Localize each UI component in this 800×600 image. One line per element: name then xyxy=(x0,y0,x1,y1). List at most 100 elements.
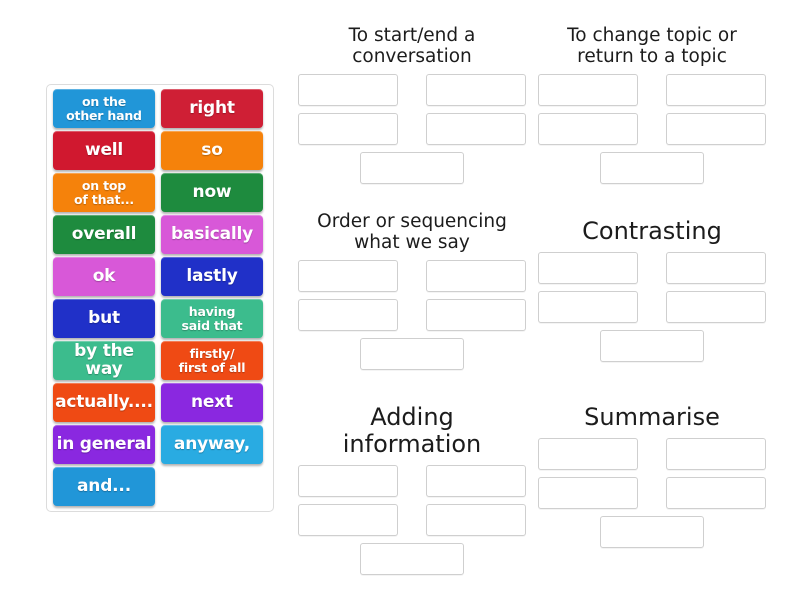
drop-slot[interactable] xyxy=(538,113,638,146)
word-tile[interactable]: but xyxy=(53,299,155,338)
word-tile[interactable]: by the way xyxy=(53,341,155,380)
drop-slot[interactable] xyxy=(298,464,398,497)
drop-slot[interactable] xyxy=(666,476,766,509)
drop-slot[interactable] xyxy=(298,260,398,293)
drop-slot[interactable] xyxy=(426,113,526,146)
drop-slot-group xyxy=(298,260,526,371)
word-tile-line: overall xyxy=(71,223,137,244)
word-tile[interactable]: right xyxy=(161,89,263,128)
drop-slot[interactable] xyxy=(360,338,464,371)
drop-slot-row xyxy=(538,290,766,323)
drop-slot[interactable] xyxy=(666,251,766,284)
word-tile-label: basically xyxy=(171,225,253,244)
drop-slot[interactable] xyxy=(426,74,526,107)
word-tile[interactable]: in general xyxy=(53,425,155,464)
drop-slot[interactable] xyxy=(666,437,766,470)
category-title: Adding information xyxy=(298,404,526,458)
category-title-line: Summarise xyxy=(584,403,720,431)
word-tile-label: lastly xyxy=(186,265,238,286)
category-title-line: To change topic or xyxy=(567,25,737,46)
word-tile-line: anyway, xyxy=(173,433,251,454)
drop-slot-row xyxy=(298,260,526,293)
word-tile-label: next xyxy=(191,391,233,412)
word-tile-line: right xyxy=(189,97,235,118)
word-tile-label: right xyxy=(189,97,235,118)
drop-slot[interactable] xyxy=(600,515,704,548)
drop-slot-group xyxy=(538,74,766,185)
category-title: Contrasting xyxy=(538,218,766,245)
word-tile[interactable]: basically xyxy=(161,215,263,254)
drop-slot[interactable] xyxy=(360,152,464,185)
word-tile-label: and... xyxy=(77,475,131,496)
word-tile-label: ok xyxy=(93,267,116,286)
word-tile-label: overall xyxy=(71,223,137,244)
word-tile[interactable]: ok xyxy=(53,257,155,296)
word-tile-line: now xyxy=(192,181,232,202)
drop-slot-group xyxy=(538,251,766,362)
category-title-line: return to a topic xyxy=(577,45,727,67)
word-tile[interactable]: lastly xyxy=(161,257,263,296)
drop-slot-row xyxy=(538,329,766,362)
word-tile-line: lastly xyxy=(186,265,238,286)
word-tile-line: next xyxy=(191,391,233,412)
word-tile-line: and... xyxy=(77,475,131,496)
drop-slot[interactable] xyxy=(666,113,766,146)
drop-slot[interactable] xyxy=(298,299,398,332)
word-tile[interactable]: firstly/first of all xyxy=(161,341,263,380)
drop-slot-row xyxy=(298,542,526,575)
drop-slot[interactable] xyxy=(360,542,464,575)
category-group-5: Summarise xyxy=(538,404,766,555)
word-tile[interactable]: so xyxy=(161,131,263,170)
drop-slot[interactable] xyxy=(666,74,766,107)
word-tile-line: first of all xyxy=(178,359,246,375)
word-tile-line: on top xyxy=(81,178,127,194)
drop-slot[interactable] xyxy=(298,503,398,536)
word-tile-label: so xyxy=(201,141,223,160)
drop-slot[interactable] xyxy=(600,329,704,362)
drop-slot[interactable] xyxy=(538,437,638,470)
word-tile[interactable]: actually.... xyxy=(53,383,155,422)
drop-slot-row xyxy=(298,113,526,146)
drop-slot[interactable] xyxy=(538,476,638,509)
word-tile[interactable]: anyway, xyxy=(161,425,263,464)
drop-slot[interactable] xyxy=(426,464,526,497)
drop-slot[interactable] xyxy=(538,290,638,323)
drop-slot-row xyxy=(538,74,766,107)
category-title-line: Contrasting xyxy=(582,217,722,245)
word-tile[interactable]: now xyxy=(161,173,263,212)
word-tile[interactable]: and... xyxy=(53,467,155,506)
word-tile[interactable]: next xyxy=(161,383,263,422)
category-group-3: Contrasting xyxy=(538,218,766,369)
drop-slot-row xyxy=(538,251,766,284)
drop-slot[interactable] xyxy=(538,251,638,284)
drop-slot[interactable] xyxy=(426,503,526,536)
word-tile-label: but xyxy=(88,307,120,328)
drop-slot[interactable] xyxy=(426,299,526,332)
drop-slot-group xyxy=(298,464,526,575)
drop-slot-row xyxy=(298,74,526,107)
word-tile[interactable]: overall xyxy=(53,215,155,254)
drop-slot[interactable] xyxy=(600,152,704,185)
drop-slot-row xyxy=(538,152,766,185)
category-title-line: what we say xyxy=(354,231,470,253)
drop-slot-row xyxy=(538,437,766,470)
category-title-line: Adding information xyxy=(342,403,482,458)
drop-slot[interactable] xyxy=(298,74,398,107)
drop-slot[interactable] xyxy=(298,113,398,146)
drop-slot-row xyxy=(298,464,526,497)
drop-slot[interactable] xyxy=(538,74,638,107)
category-group-4: Adding information xyxy=(298,404,526,582)
word-tile-line: but xyxy=(88,307,120,328)
drop-slot[interactable] xyxy=(426,260,526,293)
word-tile[interactable]: well xyxy=(53,131,155,170)
drop-slot[interactable] xyxy=(666,290,766,323)
